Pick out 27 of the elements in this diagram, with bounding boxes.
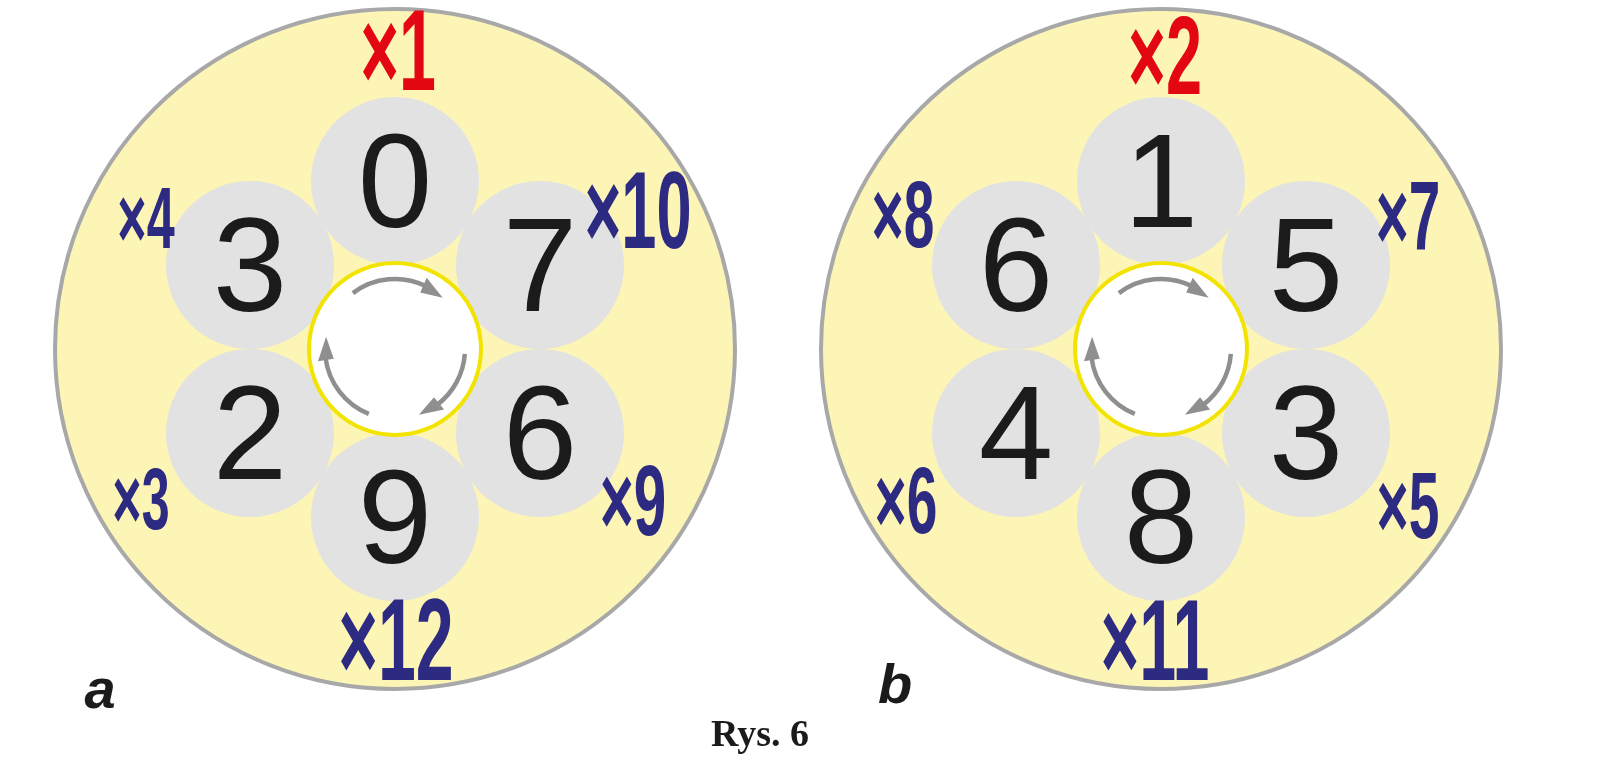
multiplier-label: ×7 — [1375, 176, 1441, 256]
multiplier-label: ×4 — [117, 184, 175, 254]
multiplier-label: ×3 — [112, 465, 170, 535]
figure-caption: Rys. 6 — [711, 714, 809, 752]
multiplier-label: ×2 — [1128, 11, 1202, 101]
multiplier-label: ×6 — [874, 462, 938, 538]
multiplier-label: ×5 — [1376, 467, 1440, 543]
multiplier-label: ×11 — [1100, 595, 1210, 687]
digit: 5 — [1268, 211, 1344, 319]
multiplier-label: ×10 — [584, 167, 692, 255]
digit: 7 — [502, 211, 578, 319]
multiplier-label: ×12 — [338, 593, 454, 687]
panel-label: b — [877, 661, 913, 707]
multiplier-label: ×8 — [871, 176, 935, 252]
digit: 3 — [212, 211, 288, 319]
digit: 3 — [1268, 379, 1344, 487]
digit: 6 — [978, 211, 1054, 319]
digit: 1 — [1123, 127, 1199, 235]
multiplier-label: ×1 — [360, 5, 436, 97]
digit: 9 — [357, 463, 433, 571]
digit: 6 — [502, 379, 578, 487]
digit: 2 — [212, 379, 288, 487]
digit: 4 — [978, 379, 1054, 487]
panel-label: a — [84, 666, 116, 712]
digit: 0 — [357, 127, 433, 235]
digit: 8 — [1123, 463, 1199, 571]
multiplier-label: ×9 — [599, 459, 667, 541]
